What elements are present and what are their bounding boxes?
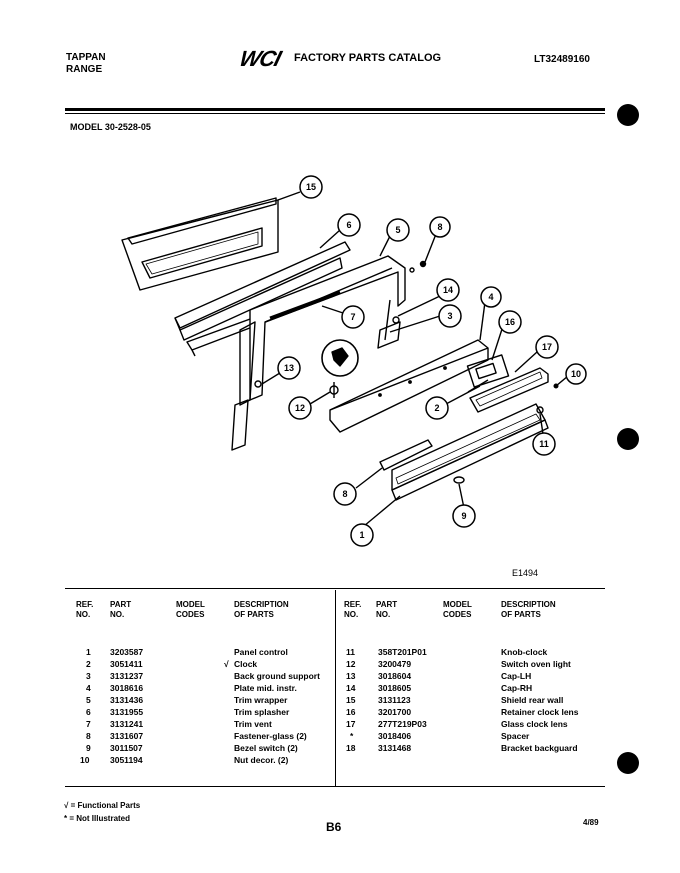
header-ref-right: REF.NO. <box>344 600 362 619</box>
svg-text:11: 11 <box>539 439 549 449</box>
table-column-divider <box>335 590 336 786</box>
svg-text:17: 17 <box>542 342 552 352</box>
catalog-date: 4/89 <box>583 818 599 827</box>
callout-16: 16 <box>498 310 522 334</box>
callout-15: 15 <box>299 175 323 199</box>
callout-11: 11 <box>532 432 556 456</box>
figure-code: E1494 <box>512 568 539 578</box>
svg-text:9: 9 <box>461 511 466 521</box>
header-rule-thick <box>65 108 605 111</box>
svg-text:15: 15 <box>306 182 316 192</box>
svg-text:5: 5 <box>395 225 400 235</box>
page-number: B6 <box>326 820 342 834</box>
diagram-line-art <box>121 191 569 527</box>
model-number: MODEL 30-2528-05 <box>70 122 151 132</box>
callout-3: 3 <box>438 304 462 328</box>
callout-17: 17 <box>535 335 559 359</box>
callout-12: 12 <box>288 396 312 420</box>
callout-6: 6 <box>337 213 361 237</box>
svg-text:6: 6 <box>346 220 351 230</box>
table-top-rule <box>65 588 605 589</box>
table-bottom-rule <box>65 786 605 787</box>
svg-text:7: 7 <box>350 312 355 322</box>
callout-7: 7 <box>341 305 365 329</box>
callout-8-top: 8 <box>429 216 451 238</box>
callout-labels: 15 6 5 8 14 4 7 3 16 17 10 13 12 2 11 8 … <box>277 175 587 547</box>
svg-text:8: 8 <box>437 222 442 232</box>
callout-2: 2 <box>425 396 449 420</box>
callout-4: 4 <box>480 286 502 308</box>
svg-text:3: 3 <box>447 311 452 321</box>
catalog-title: FACTORY PARTS CATALOG <box>294 52 442 64</box>
not-illustrated-note: * = Not Illustrated <box>64 814 131 823</box>
callout-1: 1 <box>350 523 374 547</box>
catalog-code: LT32489160 <box>534 54 590 65</box>
header-ref-left: REF.NO. <box>76 600 94 619</box>
svg-text:2: 2 <box>434 403 439 413</box>
exploded-parts-diagram: 15 6 5 8 14 4 7 3 16 17 10 13 12 2 11 8 … <box>121 175 587 547</box>
svg-text:8: 8 <box>342 489 347 499</box>
svg-text:13: 13 <box>284 363 294 373</box>
punch-hole-middle <box>617 428 639 450</box>
callout-10: 10 <box>565 363 587 385</box>
callout-9: 9 <box>452 504 476 528</box>
header-rule-thin <box>65 113 605 114</box>
punch-hole-bottom <box>617 752 639 774</box>
callout-5: 5 <box>386 218 410 242</box>
brand-block: TAPPAN RANGE <box>66 52 106 76</box>
brand-line-2: RANGE <box>66 64 103 75</box>
punch-hole-top <box>617 104 639 126</box>
callout-13: 13 <box>277 356 301 380</box>
functional-parts-note: √ = Functional Parts <box>64 801 141 810</box>
callout-14: 14 <box>436 278 460 302</box>
svg-text:12: 12 <box>295 403 305 413</box>
svg-text:16: 16 <box>505 317 515 327</box>
brand-line-1: TAPPAN <box>66 52 106 63</box>
callout-8-bottom: 8 <box>333 482 357 506</box>
svg-text:4: 4 <box>488 292 493 302</box>
svg-text:14: 14 <box>443 285 453 295</box>
svg-text:1: 1 <box>359 530 364 540</box>
svg-text:10: 10 <box>571 369 581 379</box>
